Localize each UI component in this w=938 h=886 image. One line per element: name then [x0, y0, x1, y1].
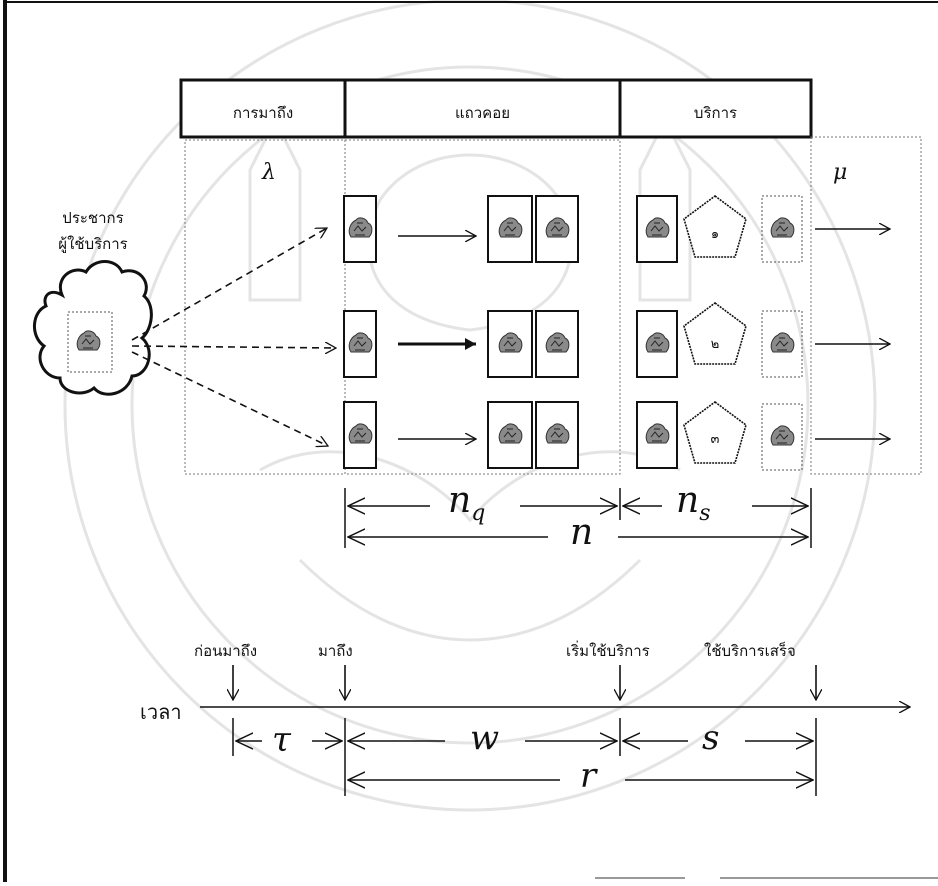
server-number-3: ๓: [700, 428, 730, 449]
lane-2: [344, 303, 890, 377]
service-count-symbol: ns: [676, 480, 710, 526]
server-number-2: ๒: [700, 333, 730, 354]
header-service-label: บริการ: [620, 101, 811, 125]
population-label-2: ผู้ใช้บริการ: [48, 232, 138, 256]
time-axis-label: เวลา: [140, 696, 182, 728]
system-count-symbol: n: [570, 512, 593, 553]
customer-icon: [771, 426, 794, 445]
queue-length-base: n: [448, 480, 471, 521]
pre-arrival-time-symbol: τ: [272, 720, 291, 760]
event-start-service-label: เริ่มใช้บริการ: [566, 639, 650, 663]
response-time-symbol: r: [580, 756, 596, 796]
arrival-arrow-3: [132, 352, 328, 446]
header-queue-label: แถวคอย: [345, 101, 620, 125]
queue-length-symbol: nq: [448, 480, 485, 526]
service-rate-symbol: μ: [833, 160, 847, 185]
customer-icon: [771, 218, 794, 237]
arrival-arrow-2: [132, 346, 336, 348]
event-service-done-label: ใช้บริการเสร็จ: [704, 639, 796, 663]
event-before-arrival-label: ก่อนมาถึง: [194, 639, 257, 663]
lane-1: [344, 196, 890, 262]
event-arrival-label: มาถึง: [318, 639, 353, 663]
waiting-time-symbol: w: [470, 718, 499, 758]
service-count-base: n: [676, 480, 699, 521]
service-count-subscript: s: [699, 501, 710, 526]
server-number-1: ๑: [700, 223, 730, 244]
population-label: ประชากร: [48, 206, 138, 230]
arrival-arrow-1: [132, 228, 327, 340]
departure-region: [811, 137, 921, 474]
header-arrival-label: การมาถึง: [181, 101, 345, 125]
service-time-symbol: s: [702, 718, 719, 758]
arrival-rate-symbol: λ: [262, 160, 276, 185]
customer-icon: [771, 333, 794, 352]
queue-length-subscript: q: [471, 501, 485, 526]
population-cloud-icon: [34, 262, 151, 395]
